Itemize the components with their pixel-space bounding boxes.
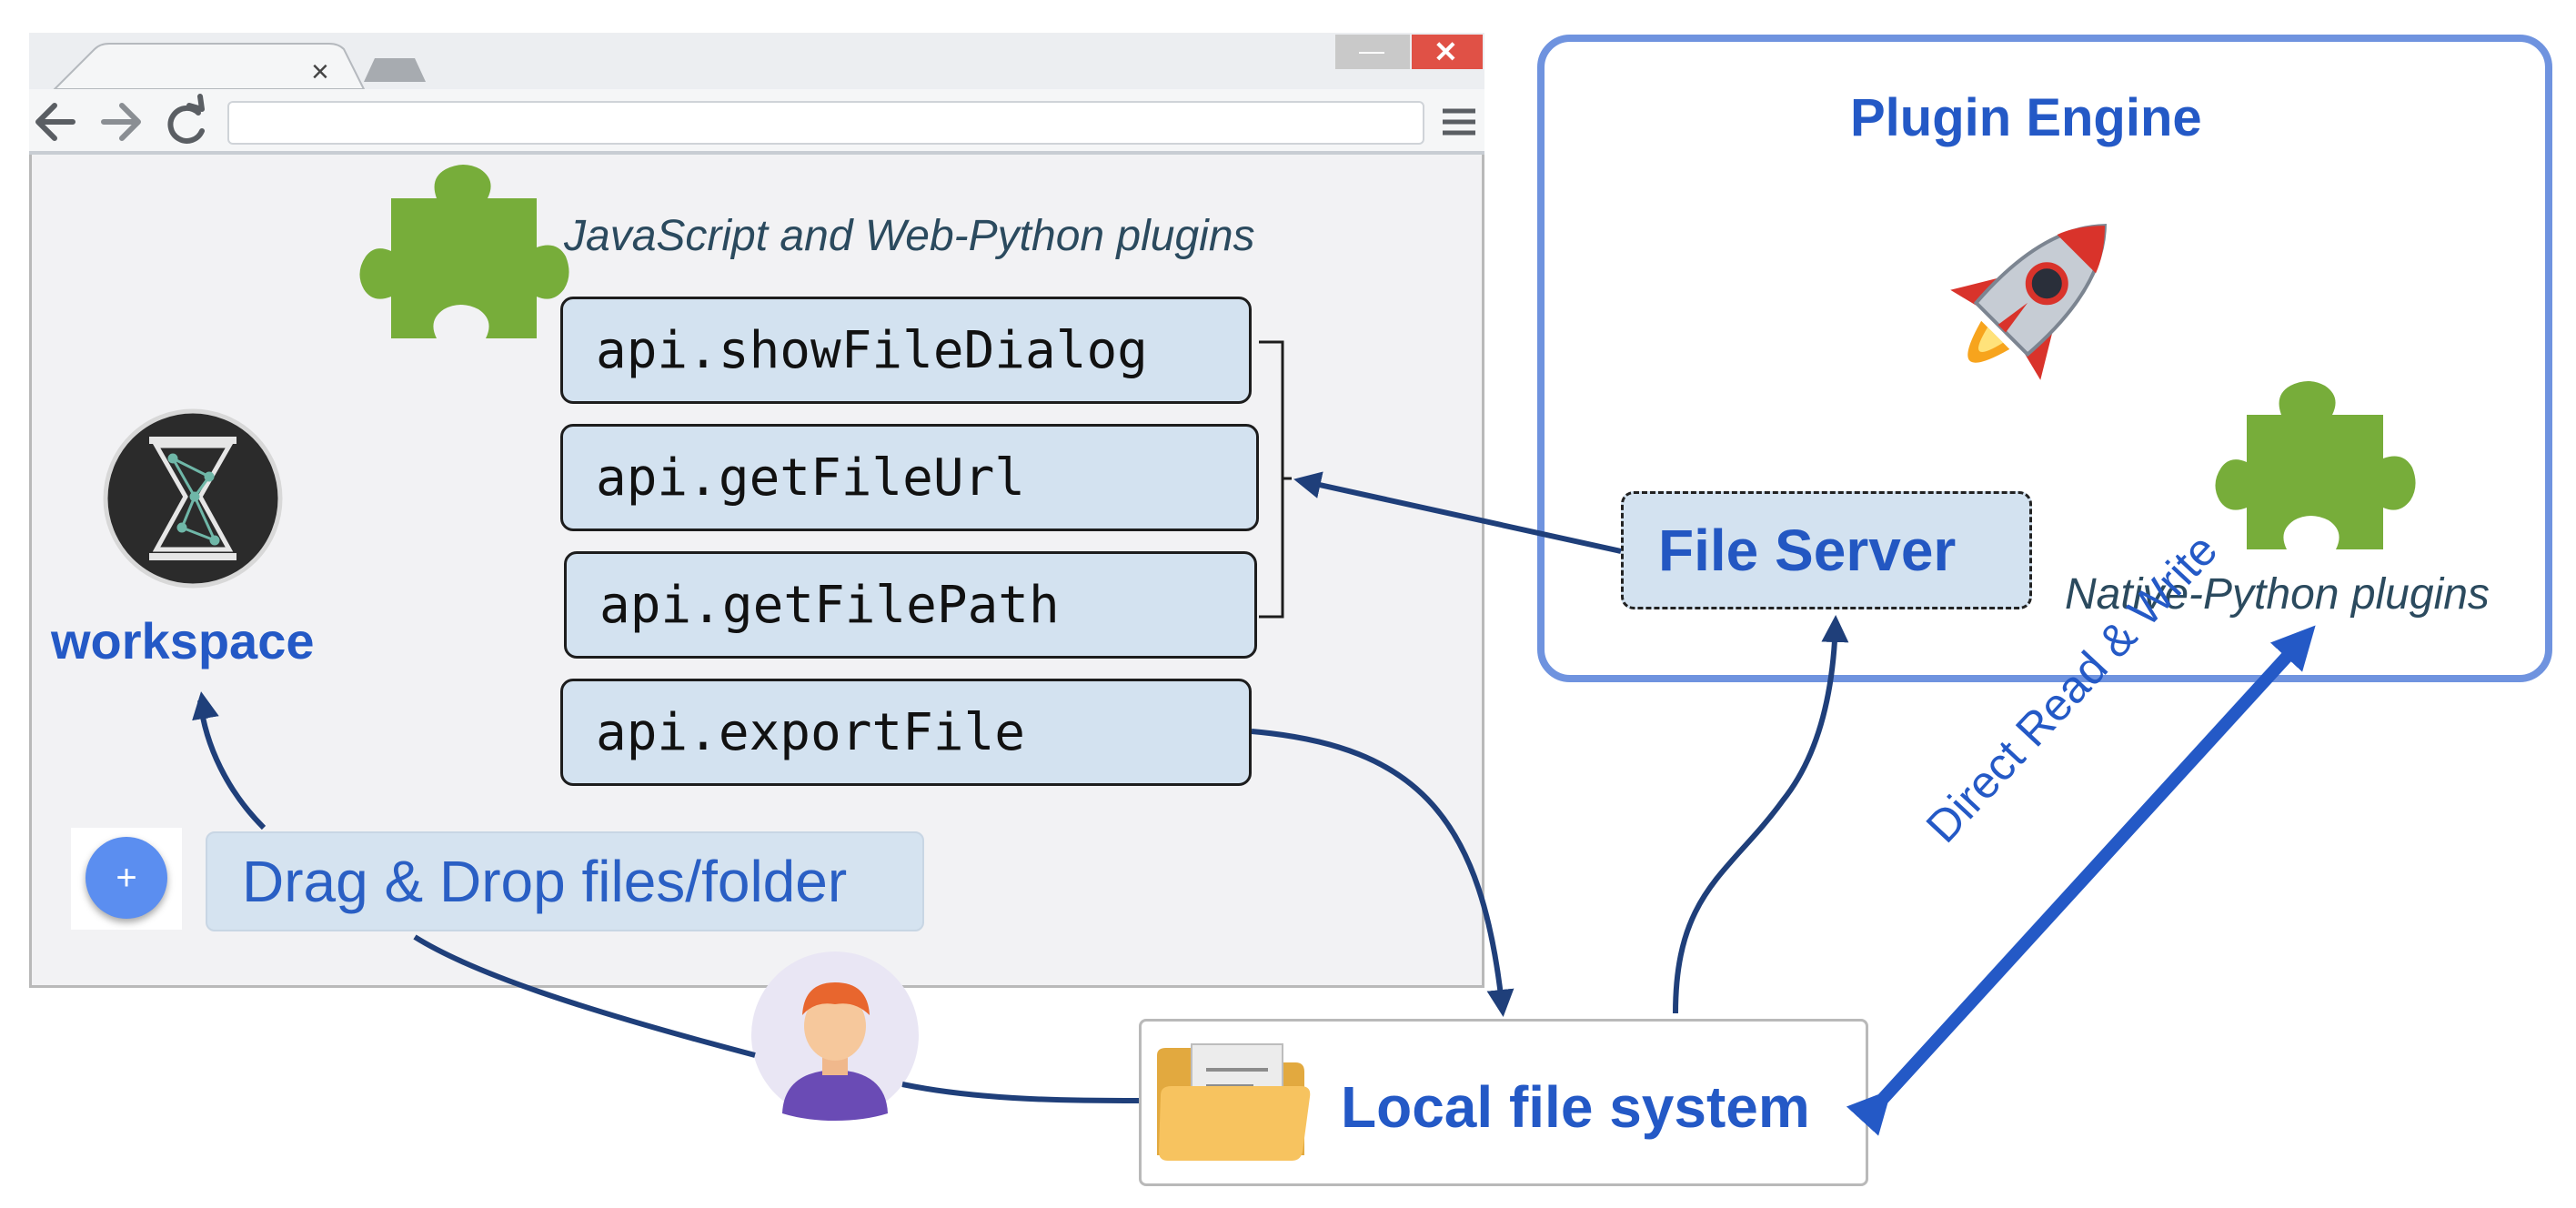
- add-files-button[interactable]: +: [86, 837, 167, 919]
- back-arrow-icon[interactable]: [35, 103, 75, 141]
- forward-arrow-icon[interactable]: [101, 103, 141, 141]
- rocket-icon: [1950, 224, 2107, 380]
- native-puzzle-piece-icon: [2215, 381, 2416, 549]
- api-show-file-dialog-box: api.showFileDialog: [560, 297, 1252, 404]
- plugin-engine-title: Plugin Engine: [1850, 88, 2202, 147]
- browser-active-tab: [52, 43, 366, 90]
- file-server-box: File Server: [1621, 491, 2032, 609]
- folder-icon: [1157, 1043, 1311, 1161]
- web-plugins-label: JavaScript and Web-Python plugins: [564, 212, 1255, 260]
- file-server-label: File Server: [1658, 518, 1957, 583]
- plus-icon: +: [116, 857, 137, 898]
- user-to-workspace-arrow: [197, 700, 756, 1058]
- window-minimize-icon[interactable]: —: [1359, 36, 1384, 65]
- browser-new-tab: [364, 58, 426, 82]
- api-get-file-path-box: api.getFilePath: [564, 551, 1257, 659]
- drag-drop-label: Drag & Drop files/folder: [242, 849, 848, 914]
- api-export-file-box: api.exportFile: [560, 679, 1252, 786]
- hourglass-logo-icon: [103, 408, 283, 589]
- tab-close-icon[interactable]: ×: [311, 55, 329, 89]
- native-plugins-label: Native-Python plugins: [2065, 570, 2490, 619]
- puzzle-piece-icon: [359, 165, 569, 338]
- workspace-label: workspace: [51, 612, 315, 669]
- local-fs-to-file-server-arrow: [1673, 615, 1849, 1014]
- export-file-to-local-fs-arrow: [1251, 729, 1514, 1017]
- window-close-icon[interactable]: ✕: [1434, 35, 1458, 68]
- direct-read-write-arrow: [1846, 625, 2316, 1136]
- user-to-local-fs-line: [901, 1082, 1140, 1103]
- drag-drop-area[interactable]: Drag & Drop files/folder: [206, 831, 924, 931]
- window-close-button: [1412, 35, 1483, 69]
- api-group-bracket: [1259, 340, 1284, 619]
- reload-icon[interactable]: [167, 94, 205, 144]
- url-input[interactable]: [227, 101, 1424, 145]
- workspace-arrowhead-line: [192, 691, 219, 721]
- user-avatar-icon: [751, 951, 919, 1121]
- menu-icon[interactable]: [1443, 108, 1475, 136]
- file-server-to-api-arrow: [1293, 471, 1622, 554]
- window-minimize-button: [1335, 35, 1410, 69]
- api-get-file-url-box: api.getFileUrl: [560, 424, 1259, 531]
- local-file-system-label: Local file system: [1341, 1074, 1810, 1140]
